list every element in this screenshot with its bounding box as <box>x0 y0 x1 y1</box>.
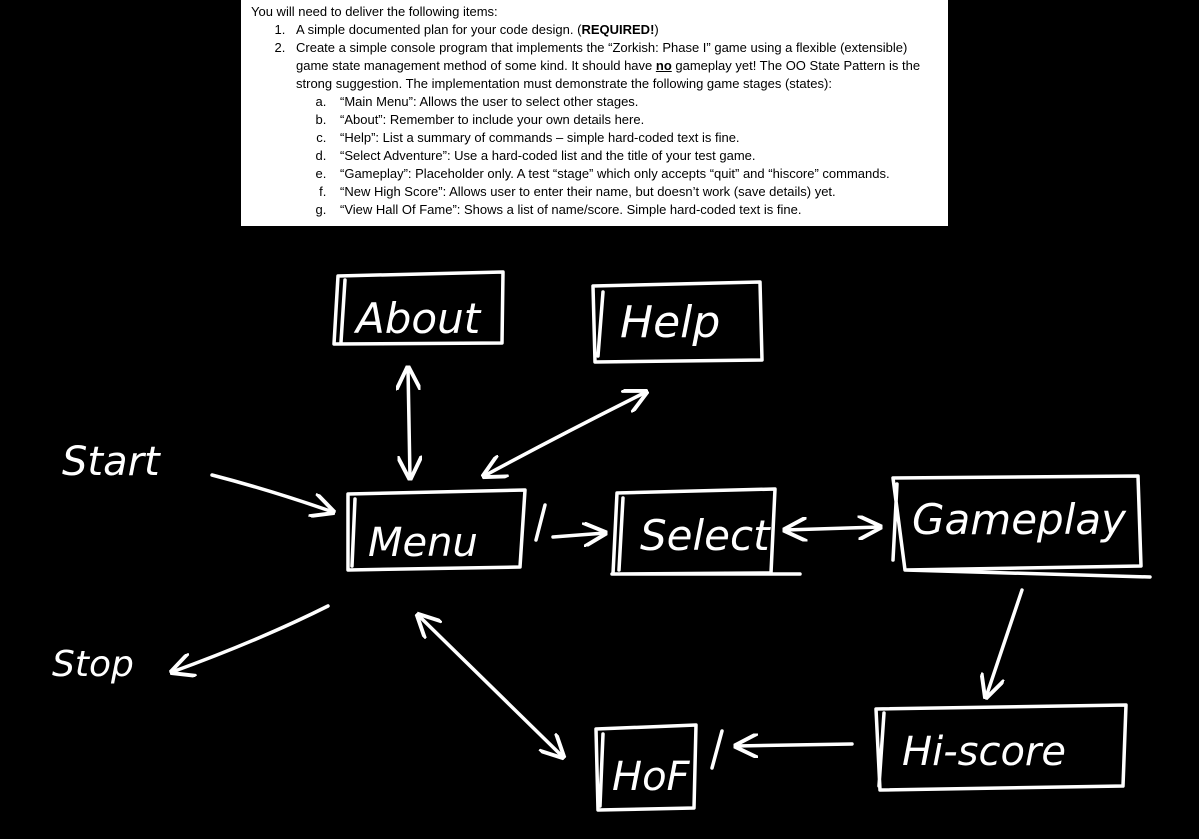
menu-help-arrow <box>484 392 646 476</box>
menu-to-select-arrow <box>551 533 605 537</box>
deliverable-1-text: A simple documented plan for your code d… <box>296 22 582 37</box>
stage-help: “Help”: List a summary of commands – sim… <box>330 129 940 147</box>
hiscore-box: Hi-score <box>874 703 1128 792</box>
hiscore-label: Hi-score <box>902 729 1066 775</box>
menu-box-right-mark <box>534 503 547 542</box>
gameplay-label: Gameplay <box>912 495 1127 544</box>
stage-gameplay: “Gameplay”: Placeholder only. A test “st… <box>330 165 940 183</box>
start-label: Start <box>62 439 161 485</box>
hiscore-to-hof-arrow <box>736 744 854 746</box>
stages-list: “Main Menu”: Allows the user to select o… <box>296 93 940 219</box>
required-emphasis: REQUIRED! <box>581 22 655 37</box>
gameplay-box: Gameplay <box>891 474 1152 579</box>
deliverable-1: A simple documented plan for your code d… <box>289 21 940 39</box>
menu-label: Menu <box>368 520 478 566</box>
hof-box-right-mark <box>710 729 724 770</box>
deliverables-list: A simple documented plan for your code d… <box>251 21 940 219</box>
help-box: Help <box>591 280 764 364</box>
help-label: Help <box>620 297 720 348</box>
select-label: Select <box>640 511 771 560</box>
stage-hall-of-fame: “View Hall Of Fame”: Shows a list of nam… <box>330 201 940 219</box>
about-box: About <box>332 270 505 346</box>
menu-to-stop-arrow <box>172 604 330 672</box>
menu-hof-arrow <box>418 615 563 757</box>
deliverable-2: Create a simple console program that imp… <box>289 39 940 219</box>
stage-new-high-score: “New High Score”: Allows user to enter t… <box>330 183 940 201</box>
stop-label: Stop <box>52 644 134 685</box>
hof-label: HoF <box>612 754 691 800</box>
gameplay-to-hiscore-arrow <box>986 588 1024 697</box>
requirements-document: You will need to deliver the following i… <box>241 0 948 226</box>
stage-about: “About”: Remember to include your own de… <box>330 111 940 129</box>
menu-about-arrow <box>408 368 410 478</box>
deliverable-2-text-end: gameplay yet! The OO State Pattern is th… <box>296 58 921 91</box>
select-gameplay-arrow <box>785 527 880 530</box>
menu-box: Menu <box>346 488 547 572</box>
deliverable-2-text: Create a simple console program that imp… <box>296 40 908 73</box>
deliverable-1-close: ) <box>654 22 659 37</box>
select-box: Select <box>610 487 802 576</box>
hof-box: HoF <box>594 723 724 812</box>
intro-text: You will need to deliver the following i… <box>251 4 498 19</box>
start-to-menu-arrow <box>210 473 333 512</box>
stage-select-adventure: “Select Adventure”: Use a hard-coded lis… <box>330 147 940 165</box>
about-label: About <box>353 294 482 343</box>
no-emphasis: no <box>655 58 672 73</box>
stage-main-menu: “Main Menu”: Allows the user to select o… <box>330 93 940 111</box>
